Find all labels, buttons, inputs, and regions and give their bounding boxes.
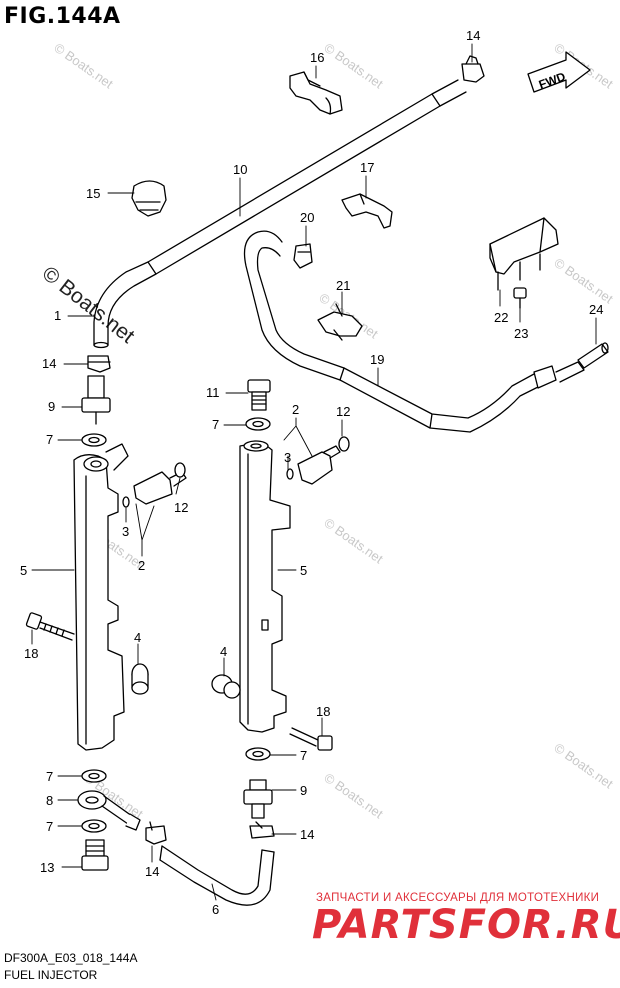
callout-7: 7	[46, 432, 53, 447]
union-joint-8	[77, 790, 141, 831]
clip-20	[293, 243, 313, 269]
callout-3: 3	[284, 450, 291, 465]
o-ring-3-right	[286, 468, 294, 480]
callout-19: 19	[370, 352, 384, 367]
washer-7-b	[245, 417, 271, 431]
clamp-16	[289, 71, 343, 115]
callout-labels: 14 16 10 15 17 20 21 22 23 24 19 1 14 9 …	[20, 28, 603, 917]
callout-18: 18	[316, 704, 330, 719]
callout-4: 4	[220, 644, 227, 659]
union-bolt-9-right	[243, 779, 273, 819]
grommet-4-right	[211, 674, 241, 699]
callout-14: 14	[466, 28, 480, 43]
callout-8: 8	[46, 793, 53, 808]
injector-2-right	[297, 445, 341, 485]
callout-7: 7	[46, 769, 53, 784]
callout-12: 12	[336, 404, 350, 419]
callout-15: 15	[86, 186, 100, 201]
clip-14-mid	[87, 355, 111, 373]
callout-14: 14	[145, 864, 159, 879]
callout-23: 23	[514, 326, 528, 341]
cap-24	[577, 342, 609, 369]
union-bolt-9-left	[81, 375, 111, 425]
bolt-18-right	[289, 727, 333, 751]
callout-7: 7	[46, 819, 53, 834]
bolt-11	[247, 379, 271, 411]
callout-5: 5	[20, 563, 27, 578]
callout-12: 12	[174, 500, 188, 515]
fuel-rail-5-right	[239, 440, 291, 733]
callout-20: 20	[300, 210, 314, 225]
figure-title: FIG.144A	[4, 4, 121, 29]
clamp-21	[317, 303, 363, 341]
callout-7: 7	[300, 748, 307, 763]
callout-14: 14	[42, 356, 56, 371]
callout-1: 1	[54, 308, 61, 323]
bolt-23	[513, 287, 527, 309]
callout-9: 9	[48, 399, 55, 414]
clip-14-bottom-left	[145, 821, 167, 845]
shop-logo[interactable]: PARTSFOR.RU	[312, 902, 620, 948]
callout-11: 11	[206, 385, 220, 400]
washer-7-e	[81, 819, 107, 833]
hose-6	[159, 845, 275, 906]
figure-code: DF300A_E03_018_144A	[4, 951, 138, 965]
callout-24: 24	[589, 302, 603, 317]
callout-10: 10	[233, 162, 247, 177]
clip-14-bottom-right	[249, 821, 275, 839]
washer-7-c	[81, 769, 107, 783]
hose-10	[93, 79, 467, 349]
callout-2: 2	[138, 558, 145, 573]
bracket-17	[341, 193, 393, 229]
leader-lines	[31, 43, 597, 901]
hose-19	[243, 230, 585, 433]
o-ring-12-left	[174, 462, 186, 478]
fuel-rail-5-left	[73, 443, 129, 751]
callout-9: 9	[300, 783, 307, 798]
o-ring-12-right	[338, 436, 350, 452]
callout-4: 4	[134, 630, 141, 645]
callout-6: 6	[212, 902, 219, 917]
callout-17: 17	[360, 160, 374, 175]
callout-3: 3	[122, 524, 129, 539]
grommet-4-left	[131, 663, 149, 695]
callout-7: 7	[212, 417, 219, 432]
callout-14: 14	[300, 827, 314, 842]
callout-22: 22	[494, 310, 508, 325]
figure-name: FUEL INJECTOR	[4, 968, 98, 982]
cover-22	[489, 217, 559, 291]
washer-7-a	[81, 433, 107, 447]
bolt-18-left	[25, 612, 75, 641]
shop-tagline: ЗАПЧАСТИ И АКСЕССУАРЫ ДЛЯ МОТОТЕХНИКИ	[316, 892, 600, 904]
clamp-15	[131, 180, 167, 217]
bolt-13	[81, 839, 109, 871]
callout-5: 5	[300, 563, 307, 578]
clip-14-top	[461, 55, 485, 83]
o-ring-3-left	[122, 496, 130, 508]
callout-13: 13	[40, 860, 54, 875]
callout-21: 21	[336, 278, 350, 293]
fwd-arrow-icon: FWD	[527, 51, 591, 93]
callout-2: 2	[292, 402, 299, 417]
washer-7-d	[245, 747, 271, 761]
callout-16: 16	[310, 50, 324, 65]
callout-18: 18	[24, 646, 38, 661]
